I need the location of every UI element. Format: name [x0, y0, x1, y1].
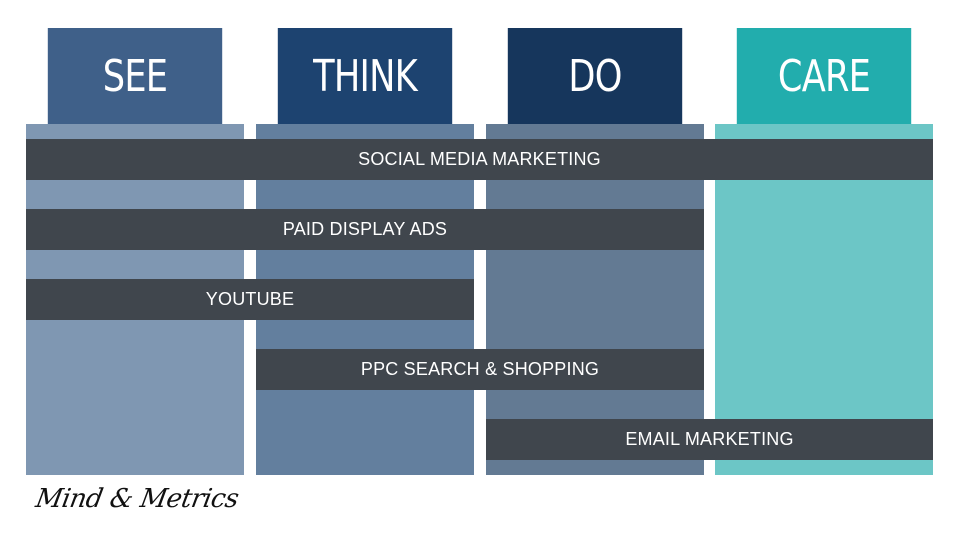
column-label-do: DO [568, 50, 622, 102]
bar-label: YOUTUBE [205, 289, 295, 309]
bar-label: PAID DISPLAY ADS [282, 219, 448, 239]
bar-ppc-search-shopping: PPC SEARCH & SHOPPING [256, 349, 704, 390]
bar-label: EMAIL MARKETING [625, 429, 794, 449]
bar-label: PPC SEARCH & SHOPPING [360, 359, 600, 379]
bar-youtube: YOUTUBE [26, 279, 474, 320]
bar-paid-display-ads: PAID DISPLAY ADS [26, 209, 704, 250]
column-body-do [486, 124, 704, 475]
column-body-care [715, 124, 933, 475]
column-label-think: THINK [313, 50, 418, 102]
column-label-see: SEE [102, 50, 168, 102]
brand-logo: Mind & Metrics [33, 484, 241, 514]
column-header-see: SEE [47, 28, 223, 124]
bar-email-marketing: EMAIL MARKETING [486, 419, 933, 460]
bar-social-media-marketing: SOCIAL MEDIA MARKETING [26, 139, 933, 180]
bar-label: SOCIAL MEDIA MARKETING [358, 149, 601, 169]
column-header-care: CARE [736, 28, 912, 124]
column-header-do: DO [507, 28, 683, 124]
column-header-think: THINK [277, 28, 453, 124]
column-label-care: CARE [777, 50, 871, 102]
